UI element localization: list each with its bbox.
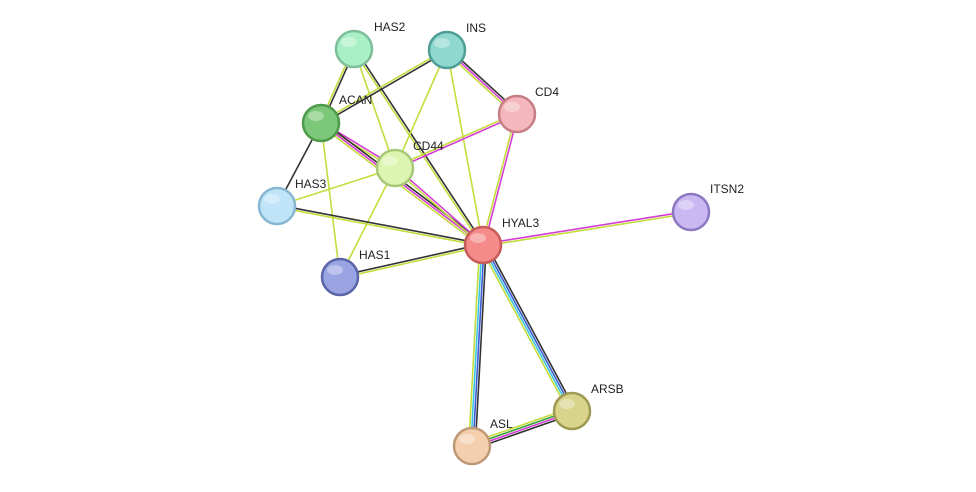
edge-has2-hyal3[interactable] — [352, 47, 485, 247]
node-circle[interactable] — [552, 391, 592, 431]
node-arsb[interactable]: ARSB — [552, 382, 624, 431]
node-cd4[interactable]: CD4 — [497, 85, 559, 134]
edge-cd44-hyal3[interactable] — [393, 166, 485, 247]
node-label: HAS1 — [359, 248, 391, 262]
edge-cd44-has3[interactable] — [276, 167, 396, 207]
node-highlight — [559, 399, 575, 409]
node-label: ASL — [490, 417, 513, 431]
node-label: CD4 — [535, 85, 559, 99]
edge-line-black — [354, 47, 485, 245]
edges-layer — [276, 47, 692, 450]
node-highlight — [341, 37, 357, 47]
node-circle[interactable] — [257, 186, 297, 226]
edge-line-yellow — [353, 48, 396, 169]
edge-line-yellow — [483, 212, 692, 247]
node-highlight — [434, 38, 450, 48]
edge-cd4-cd44[interactable] — [394, 112, 518, 170]
node-cd44[interactable]: CD44 — [375, 139, 444, 188]
edge-line-yellow — [340, 245, 484, 279]
node-circle[interactable] — [497, 94, 537, 134]
edge-has3-hyal3[interactable] — [276, 204, 484, 247]
node-label: ACAN — [339, 93, 372, 107]
edge-line-yellow — [393, 168, 483, 247]
node-label: ARSB — [591, 382, 624, 396]
edge-hyal3-arsb[interactable] — [479, 243, 576, 413]
edge-line-black — [321, 50, 448, 125]
edge-line-magenta — [395, 114, 518, 170]
edge-line-yellow — [481, 113, 517, 245]
edge-line-black — [474, 245, 488, 447]
node-circle[interactable] — [320, 257, 360, 297]
node-highlight — [327, 265, 343, 275]
edge-line-cyan — [481, 245, 572, 412]
node-circle[interactable] — [375, 148, 415, 188]
edge-line-yellow — [276, 167, 396, 207]
edge-line-yellow — [467, 244, 481, 446]
edge-ins-cd44[interactable] — [394, 49, 448, 169]
edge-line-yellow — [352, 49, 483, 247]
edge-line-magenta — [483, 114, 519, 246]
node-has1[interactable]: HAS1 — [320, 248, 391, 297]
edge-hyal3-itsn2[interactable] — [482, 210, 692, 247]
node-circle[interactable] — [452, 426, 492, 466]
node-label: HYAL3 — [502, 216, 539, 230]
edge-cd4-hyal3[interactable] — [481, 113, 519, 246]
node-label: CD44 — [413, 139, 444, 153]
node-itsn2[interactable]: ITSN2 — [671, 182, 744, 232]
edge-line-magenta — [482, 210, 691, 245]
node-label: INS — [466, 21, 486, 35]
edge-line-magenta — [395, 166, 485, 245]
edge-line-yellow — [446, 49, 484, 246]
node-has3[interactable]: HAS3 — [257, 177, 327, 226]
edge-line-yellow — [276, 206, 483, 247]
edge-line-yellow — [479, 246, 570, 413]
edge-line-yellow — [394, 49, 448, 169]
node-acan[interactable]: ACAN — [301, 93, 372, 143]
edge-ins-hyal3[interactable] — [446, 49, 484, 246]
node-highlight — [382, 156, 398, 166]
edge-line-blue — [483, 244, 574, 411]
edge-ins-acan[interactable] — [320, 48, 448, 125]
node-label: ITSN2 — [710, 182, 744, 196]
node-label: HAS2 — [374, 20, 406, 34]
node-has2[interactable]: HAS2 — [334, 20, 406, 69]
node-circle[interactable] — [301, 103, 341, 143]
node-ins[interactable]: INS — [427, 21, 486, 70]
edge-line-blue — [472, 245, 485, 447]
edge-line-yellow — [320, 48, 447, 123]
node-highlight — [470, 233, 486, 243]
edge-acan-has1[interactable] — [320, 122, 341, 278]
node-circle[interactable] — [334, 29, 374, 69]
edge-hyal3-asl[interactable] — [467, 244, 488, 447]
edge-has2-cd44[interactable] — [353, 48, 396, 169]
node-highlight — [308, 111, 324, 121]
edge-has1-hyal3[interactable] — [339, 243, 484, 279]
node-hyal3[interactable]: HYAL3 — [463, 216, 539, 265]
node-label: HAS3 — [295, 177, 327, 191]
node-highlight — [678, 200, 694, 210]
node-circle[interactable] — [463, 225, 503, 265]
edge-line-black — [485, 243, 576, 410]
node-circle[interactable] — [671, 192, 711, 232]
node-highlight — [264, 194, 280, 204]
edge-line-cyan — [470, 244, 483, 446]
edge-line-yellow — [320, 122, 341, 278]
edge-line-yellow — [394, 112, 517, 168]
edge-line-black — [277, 204, 484, 245]
node-asl[interactable]: ASL — [452, 417, 513, 466]
node-highlight — [504, 102, 520, 112]
node-circle[interactable] — [427, 30, 467, 70]
node-highlight — [459, 434, 475, 444]
edge-line-black — [339, 243, 483, 277]
